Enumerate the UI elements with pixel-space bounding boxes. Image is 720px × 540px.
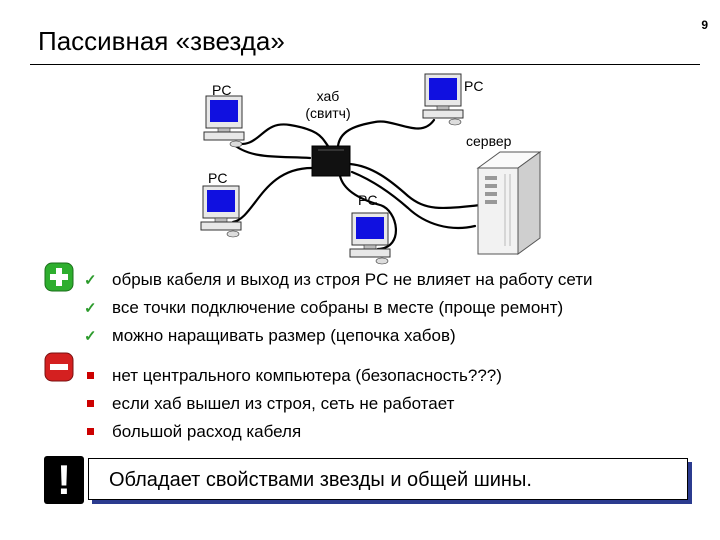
cable-pc-mid-left [231, 166, 314, 224]
slide-number: 9 [701, 18, 708, 32]
label-pc-bottom: PC [358, 192, 378, 208]
conclusion-box: Обладает свойствами звезды и общей шины. [88, 458, 688, 500]
check-icon: ✓ [84, 328, 97, 345]
pc-icon-bottom [349, 212, 391, 265]
check-icon: ✓ [84, 300, 97, 317]
list-item: ✓все точки подключение собраны в месте (… [84, 294, 593, 322]
cable-pc-bottom [338, 174, 397, 251]
label-hub-line1: хаб [316, 88, 340, 104]
square-bullet-icon [84, 419, 112, 446]
check-icon: ✓ [84, 272, 97, 289]
square-bullet-icon [84, 363, 112, 390]
pros-list: ✓обрыв кабеля и выход из строя PC не вли… [84, 266, 593, 350]
pc-icon-top-right [422, 73, 464, 126]
list-item: если хаб вышел из строя, сеть не работае… [84, 390, 502, 418]
pc-icon-mid-left [200, 185, 242, 238]
cable-pc-top-left [230, 123, 330, 148]
label-hub: хаб (свитч) [296, 88, 360, 122]
cable-server [348, 162, 482, 210]
label-pc-mid-left: PC [208, 170, 228, 186]
cable-server-2 [350, 170, 477, 230]
server-icon [476, 151, 542, 255]
slide-title: Пассивная «звезда» [38, 26, 285, 56]
list-item: большой расход кабеля [84, 418, 502, 446]
list-item: нет центрального компьютера (безопасност… [84, 362, 502, 390]
pc-icon-top-left [203, 95, 245, 148]
hub-icon [311, 145, 351, 177]
cable-pc-top-right [336, 118, 436, 148]
network-diagram [200, 73, 542, 265]
cable-pc-top-left-2 [230, 141, 312, 160]
label-hub-line2: (свитч) [305, 105, 351, 121]
square-bullet-icon [84, 391, 112, 418]
plus-icon [44, 262, 74, 292]
title-divider [30, 64, 700, 65]
minus-icon [44, 352, 74, 382]
exclamation-icon: ! [44, 456, 84, 504]
list-item: ✓обрыв кабеля и выход из строя PC не вли… [84, 266, 593, 294]
cons-list: нет центрального компьютера (безопасност… [84, 362, 502, 446]
conclusion-text: Обладает свойствами звезды и общей шины. [109, 469, 532, 491]
cables [230, 118, 482, 251]
label-server: сервер [466, 133, 512, 149]
label-pc-top-right: PC [464, 78, 484, 94]
list-item: ✓можно наращивать размер (цепочка хабов) [84, 322, 593, 350]
label-pc-top-left: PC [212, 82, 232, 98]
